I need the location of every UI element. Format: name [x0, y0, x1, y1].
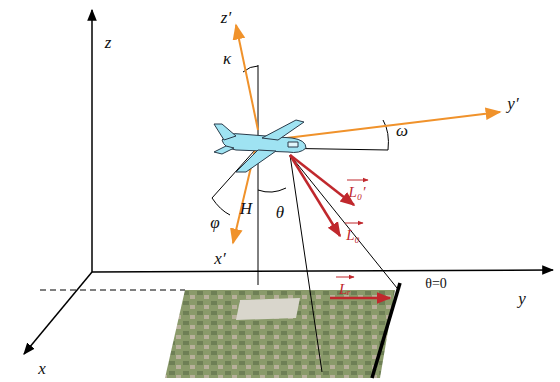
axis-label: z′ [221, 9, 231, 26]
angle-label: κ [223, 50, 231, 67]
vector-l0 [290, 155, 340, 236]
airplane [214, 120, 306, 172]
view-ray [290, 155, 397, 288]
vector-lr [330, 297, 390, 300]
y-prime-axis [270, 112, 500, 140]
theta-arc [258, 188, 286, 192]
angle-label: ω [396, 122, 408, 139]
angle-label: φ [210, 214, 219, 231]
omega-arc [383, 120, 388, 150]
y-axis [92, 270, 553, 272]
phi-arc [212, 198, 230, 215]
axis-label: y′ [507, 95, 518, 112]
axis-label: z [105, 34, 112, 51]
axis-label: x [38, 360, 46, 377]
axis-label: y [518, 290, 526, 307]
dashed-line [40, 290, 185, 291]
vector-label: Lᵣ [339, 282, 351, 297]
vector-overarrow [345, 223, 363, 224]
vector-overarrow [347, 180, 368, 181]
vector-label: L₀′ [349, 185, 366, 200]
z-axis [91, 10, 93, 272]
z-prime-axis [236, 25, 258, 130]
x-axis [24, 272, 92, 354]
vertical-line [258, 65, 259, 285]
height-label: H [240, 200, 252, 217]
runway [236, 298, 300, 320]
angle-label: θ=0 [425, 277, 447, 291]
view-ray [290, 155, 322, 372]
angle-label: θ [276, 204, 284, 221]
ground-image [165, 290, 395, 378]
vector-label: L₀ [346, 228, 360, 243]
vector-l0-prime [290, 155, 354, 205]
vector-overarrow [336, 277, 354, 278]
axis-label: x′ [214, 250, 225, 267]
